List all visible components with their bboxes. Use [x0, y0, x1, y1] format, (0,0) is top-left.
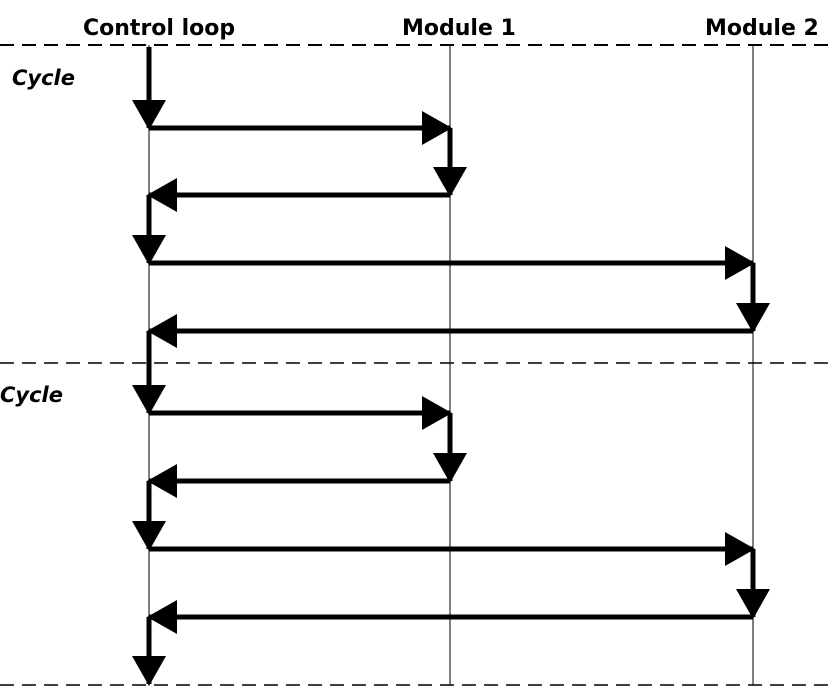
cycle-label-1: Cycle [12, 66, 75, 90]
lane-label-module-1: Module 1 [402, 16, 516, 41]
lane-label-control-loop: Control loop [83, 16, 235, 41]
lane-label-module-2: Module 2 [705, 16, 819, 41]
cycle-label-2: Cycle [0, 383, 63, 407]
